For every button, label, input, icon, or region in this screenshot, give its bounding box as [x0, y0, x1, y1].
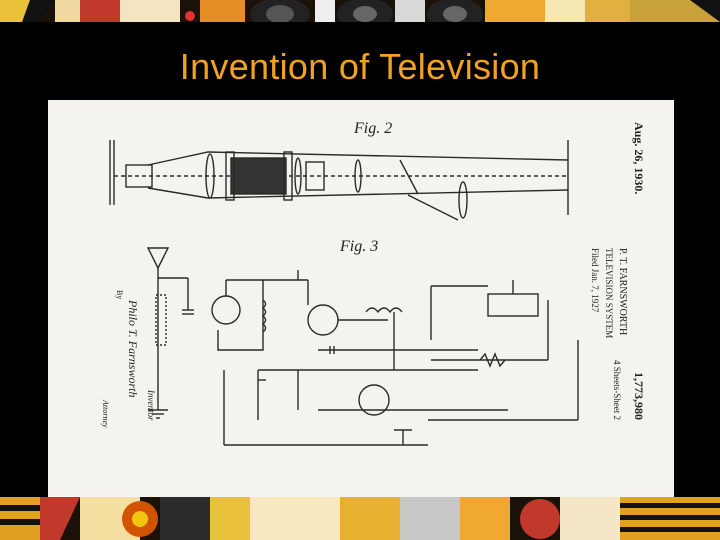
patent-filed: Filed Jan. 7, 1927: [590, 248, 600, 313]
patent-number: 1,773,980: [632, 372, 646, 420]
film-collage-top: [0, 0, 720, 22]
top-decorative-border: [0, 0, 720, 22]
patent-sheets: 4 Sheets-Sheet 2: [612, 360, 622, 420]
patent-drawing: Fig. 2 Fig. 3 Aug. 26, 1930. P. T. FARNS…: [48, 100, 674, 497]
fig3-label: Fig. 3: [340, 238, 379, 255]
inventor-label: Inventor: [146, 390, 156, 421]
patent-system: TELEVISION SYSTEM: [604, 248, 614, 339]
fig2-label: Fig. 2: [354, 120, 393, 137]
film-collage-bottom: [0, 497, 720, 540]
slide-title: Invention of Television: [179, 46, 541, 87]
slide-stage: Invention of Television: [0, 22, 720, 497]
attorney-label: Attorney: [101, 400, 110, 428]
circuit-schematic: [109, 140, 579, 446]
by-label: By: [115, 290, 124, 300]
bottom-decorative-border: [0, 497, 720, 540]
patent-inventor: P. T. FARNSWORTH: [617, 248, 628, 336]
patent-date: Aug. 26, 1930.: [632, 122, 646, 195]
inventor-signature: Philo T. Farnsworth: [126, 300, 140, 398]
